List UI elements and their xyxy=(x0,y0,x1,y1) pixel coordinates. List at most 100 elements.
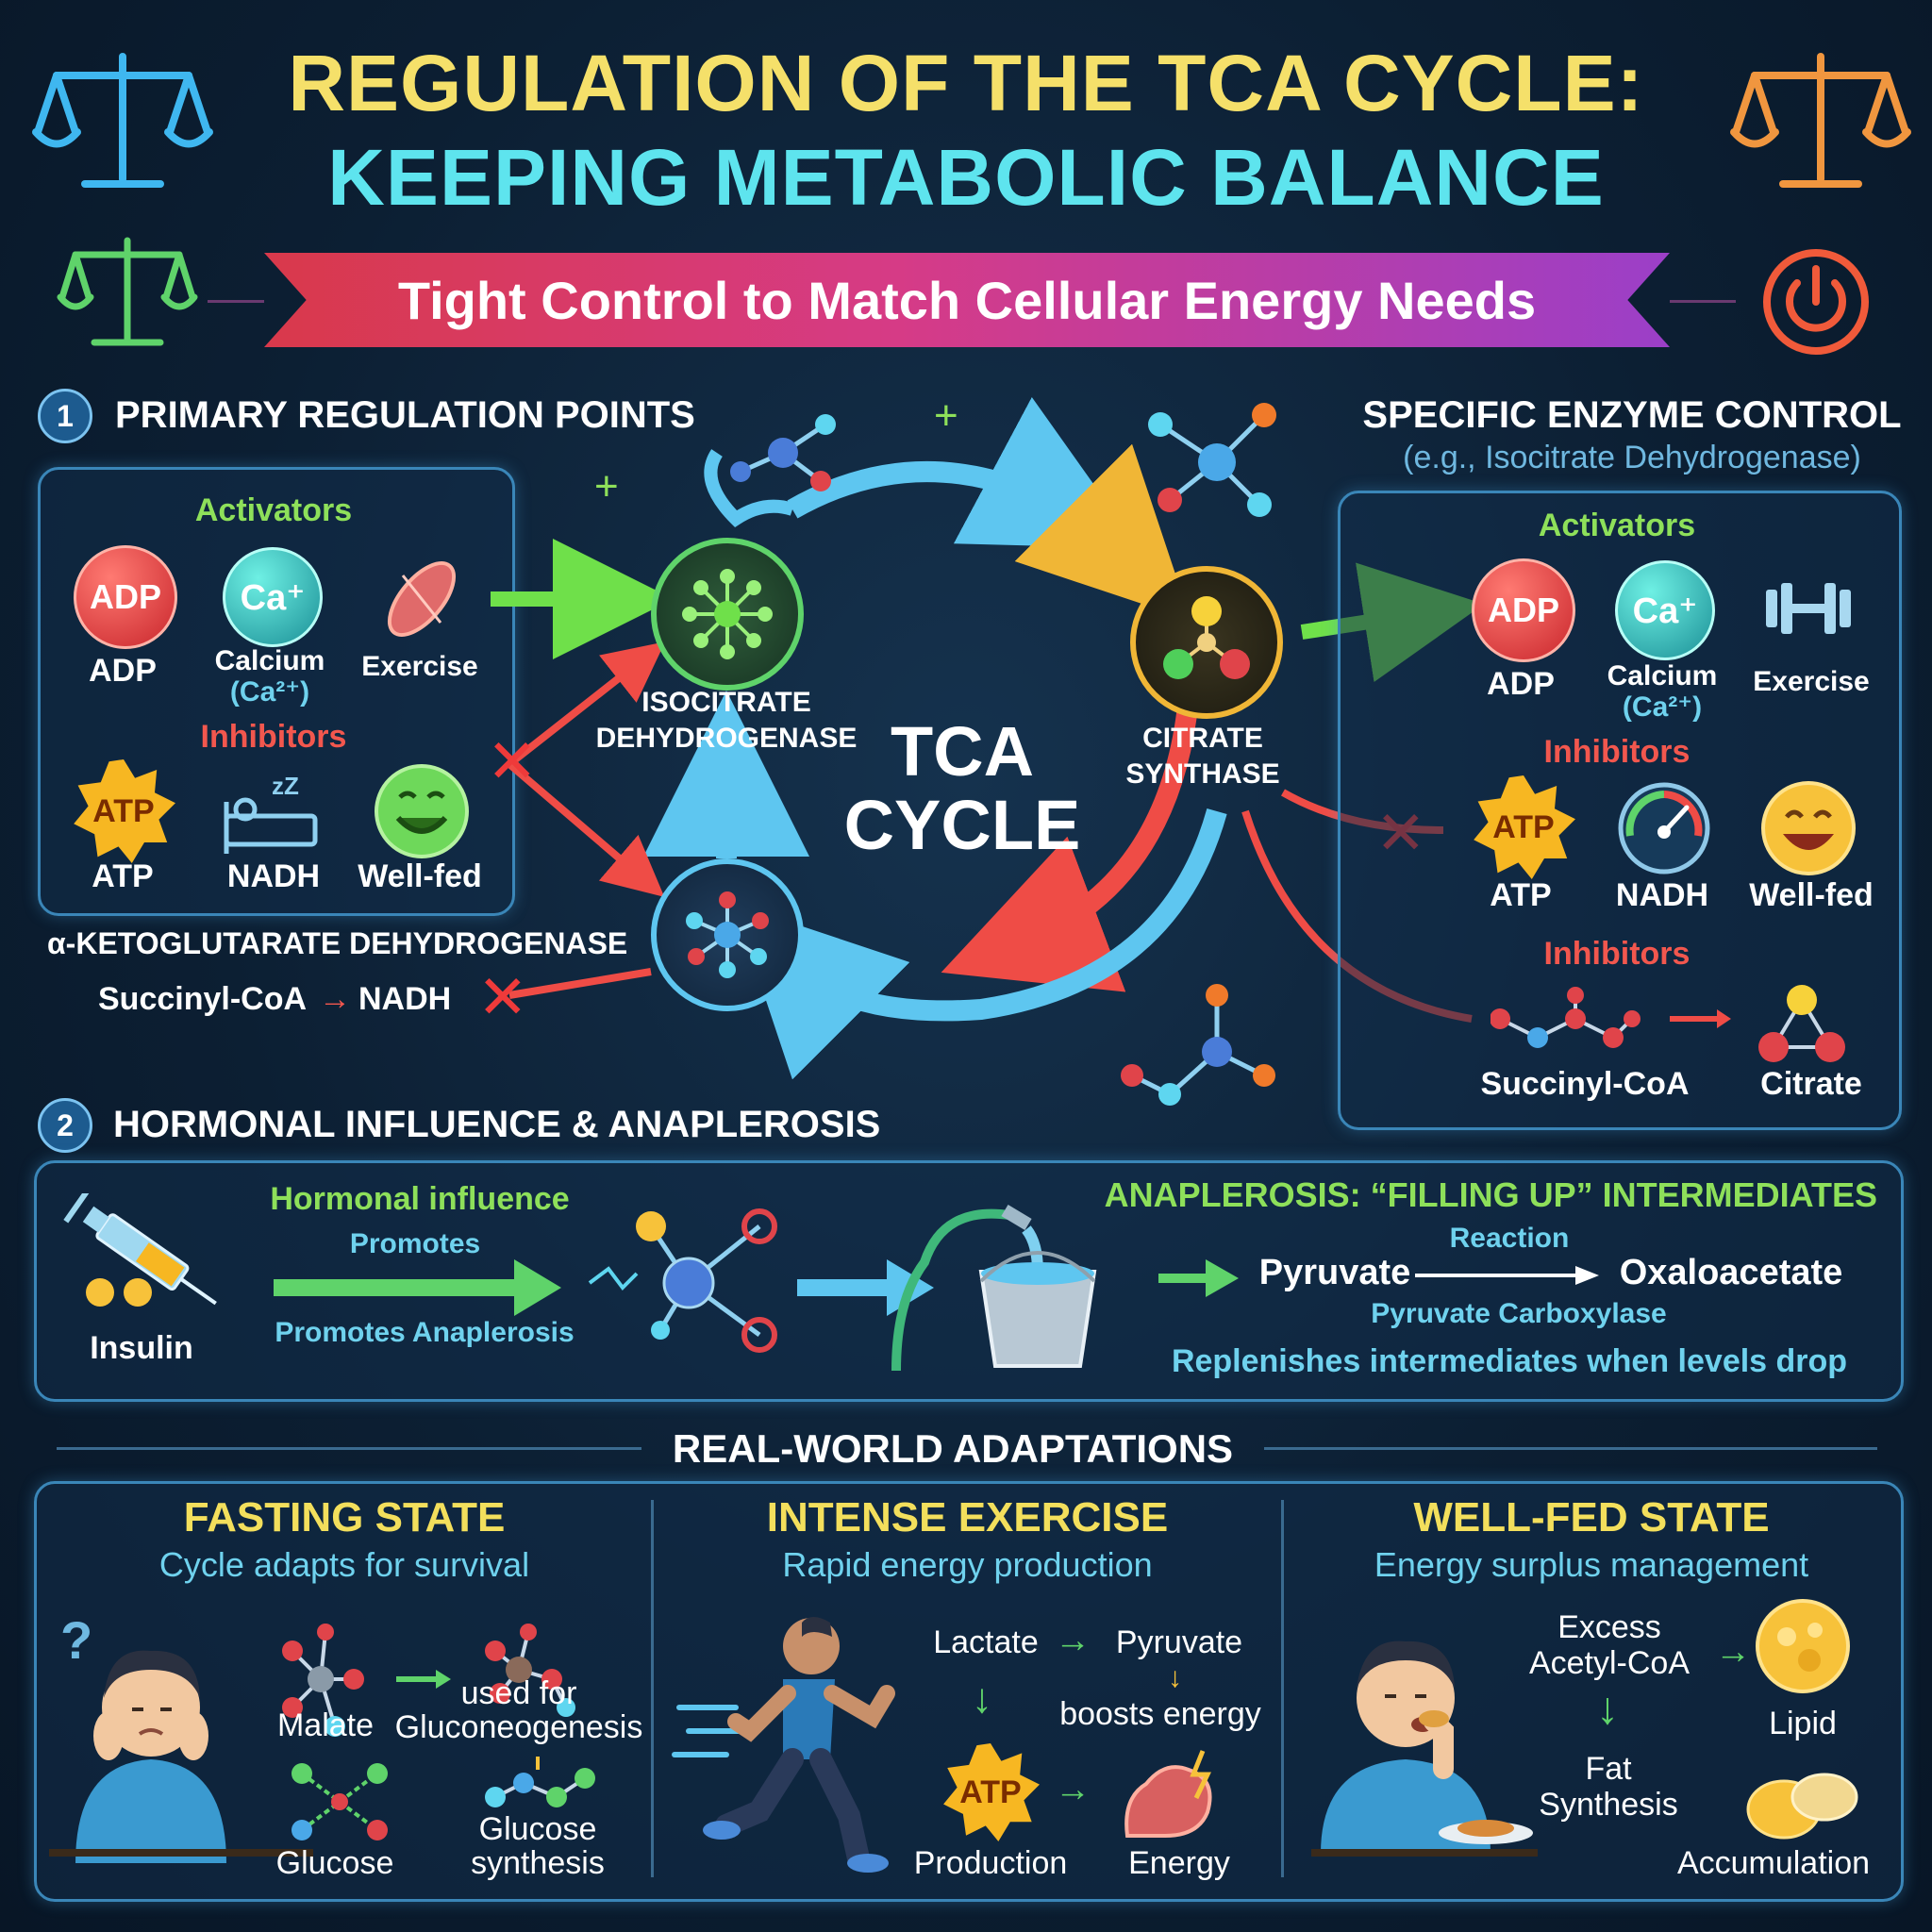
exercise-title: INTENSE EXERCISE xyxy=(766,1494,1169,1541)
citrate-synthase-node xyxy=(1130,566,1283,719)
insulin-label: Insulin xyxy=(90,1330,193,1366)
specific-title: SPECIFIC ENZYME CONTROL xyxy=(1362,394,1902,436)
pyruvate-label: Pyruvate xyxy=(1115,1624,1243,1660)
reaction-label: Reaction xyxy=(1449,1223,1570,1254)
nadh-label: NADH xyxy=(1615,877,1709,913)
enzyme-molecule-icon xyxy=(1163,596,1250,679)
lipid-droplet-icon xyxy=(1756,1599,1850,1693)
exercise-label: Exercise xyxy=(1753,666,1870,697)
fasting-title: FASTING STATE xyxy=(183,1494,506,1541)
promotes-label: Promotes xyxy=(349,1228,481,1259)
tca-center-line2: CYCLE xyxy=(843,786,1081,864)
calcium-label: Calcium xyxy=(214,645,325,676)
plate-icon xyxy=(1439,1820,1533,1844)
adaptations-heading: REAL-WORLD ADAPTATIONS xyxy=(672,1426,1234,1471)
gauge-icon xyxy=(1618,782,1710,874)
enzyme-molecule-icon xyxy=(682,569,773,659)
divider xyxy=(651,1500,654,1877)
isocitrate-label-line2: DEHYDROGENASE xyxy=(595,723,858,754)
adp-label: ADP xyxy=(89,653,157,689)
adp-badge: ADP xyxy=(1472,558,1575,662)
page-title-line2: KEEPING METABOLIC BALANCE xyxy=(327,133,1605,222)
fasting-subtitle: Cycle adapts for survival xyxy=(158,1545,530,1584)
tca-center-line1: TCA xyxy=(890,712,1035,791)
smiley-icon xyxy=(1761,781,1856,875)
acetyl-coa-label: Acetyl-CoA xyxy=(1528,1645,1690,1681)
molecule-icon xyxy=(1148,403,1276,517)
exercise-label: Exercise xyxy=(361,651,478,682)
section-number: 1 xyxy=(38,389,92,443)
arrow-icon: ↓ xyxy=(972,1675,992,1722)
lactate-label: Lactate xyxy=(933,1624,1039,1660)
wellfed-title: WELL-FED STATE xyxy=(1413,1494,1770,1541)
calcium-badge: Ca⁺ xyxy=(223,547,323,647)
wellfed-subtitle: Energy surplus management xyxy=(1374,1545,1809,1584)
inhibitor-molecules xyxy=(1491,985,1845,1062)
question-icon: ? xyxy=(60,1610,93,1670)
isocitrate-dehydrogenase-node xyxy=(651,538,804,691)
divider xyxy=(57,1447,641,1450)
lipid-label: Lipid xyxy=(1769,1706,1837,1741)
molecule-icon xyxy=(588,1208,777,1353)
table-surface xyxy=(49,1849,313,1857)
excess-label: Excess xyxy=(1557,1609,1661,1645)
lipid-droplet-icon xyxy=(1746,1773,1858,1840)
nadh-label: NADH xyxy=(226,858,321,894)
atp-label: ATP xyxy=(92,858,154,894)
malate-label: Malate xyxy=(276,1707,375,1743)
citrate-label-line2: SYNTHASE xyxy=(1125,758,1280,790)
specific-inhibitors2-label: Inhibitors xyxy=(1543,936,1690,972)
glucose-synthesis-line1: Glucose xyxy=(478,1811,597,1847)
hormonal-label: Hormonal influence xyxy=(270,1181,570,1217)
runner-icon xyxy=(672,1617,895,1873)
specific-activators-label: Activators xyxy=(1538,508,1696,543)
section-title: PRIMARY REGULATION POINTS xyxy=(115,394,695,436)
svg-text:+: + xyxy=(934,392,958,439)
svg-text:+: + xyxy=(594,463,619,509)
nadh-akg-label: NADH xyxy=(358,981,452,1017)
banner-connector xyxy=(208,300,264,303)
accumulation-label: Accumulation xyxy=(1676,1845,1871,1881)
subtitle-banner: Tight Control to Match Cellular Energy N… xyxy=(264,253,1670,347)
specific-subtitle: (e.g., Isocitrate Dehydrogenase) xyxy=(1403,440,1861,475)
arrow-icon: ↓ xyxy=(1596,1684,1619,1734)
promotes-anaplerosis-label: Promotes Anaplerosis xyxy=(275,1317,575,1348)
balance-scale-icon xyxy=(32,53,213,188)
divider xyxy=(1281,1500,1284,1877)
oxaloacetate-label: Oxaloacetate xyxy=(1619,1253,1843,1292)
akg-dehydrogenase-node xyxy=(651,858,804,1011)
arrow-icon: → xyxy=(1715,1632,1751,1672)
page-title-line1: REGULATION OF THE TCA CYCLE: xyxy=(288,39,1644,127)
citrate-label-line1: CITRATE xyxy=(1142,723,1263,754)
section-title: HORMONAL INFLUENCE & ANAPLEROSIS xyxy=(113,1104,881,1145)
arrow-icon xyxy=(1158,1259,1239,1297)
reaction-arrow xyxy=(1415,1266,1599,1285)
adp-label: ADP xyxy=(1487,666,1555,702)
table-surface xyxy=(1311,1849,1538,1857)
citrate-label: Citrate xyxy=(1760,1066,1862,1102)
wellfed-label: Well-fed xyxy=(1749,877,1874,913)
arrow-icon: → xyxy=(1055,1621,1091,1660)
succinyl-label: Succinyl-CoA xyxy=(98,981,308,1017)
fat-label: Fat xyxy=(1585,1751,1632,1787)
power-icon xyxy=(1763,249,1869,355)
divider xyxy=(1264,1447,1877,1450)
arrow-icon: ↓ xyxy=(1168,1662,1182,1693)
cross-inhibit-icon: ✕ xyxy=(487,727,538,795)
succinyl-coa-label: Succinyl-CoA xyxy=(1480,1066,1690,1102)
calcium-sub: (Ca²⁺) xyxy=(229,676,310,708)
section-number: 2 xyxy=(38,1098,92,1153)
production-label: Production xyxy=(913,1845,1068,1881)
calcium-label: Calcium xyxy=(1607,660,1718,691)
isocitrate-label-line1: ISOCITRATE xyxy=(641,687,811,718)
gluconeogenesis-diagram xyxy=(282,1624,575,1737)
boosts-label: boosts energy xyxy=(1059,1696,1261,1732)
calcium-sub: (Ca²⁺) xyxy=(1622,691,1703,723)
bucket-icon xyxy=(891,1204,1097,1372)
arrow-icon: → xyxy=(1055,1770,1091,1809)
glucose-label: Glucose xyxy=(275,1845,394,1881)
inhibitors-label: Inhibitors xyxy=(200,719,347,755)
sleep-bed-icon: zZ xyxy=(224,772,318,854)
insulin-droplets xyxy=(86,1278,152,1307)
calcium-badge: Ca⁺ xyxy=(1615,560,1715,660)
